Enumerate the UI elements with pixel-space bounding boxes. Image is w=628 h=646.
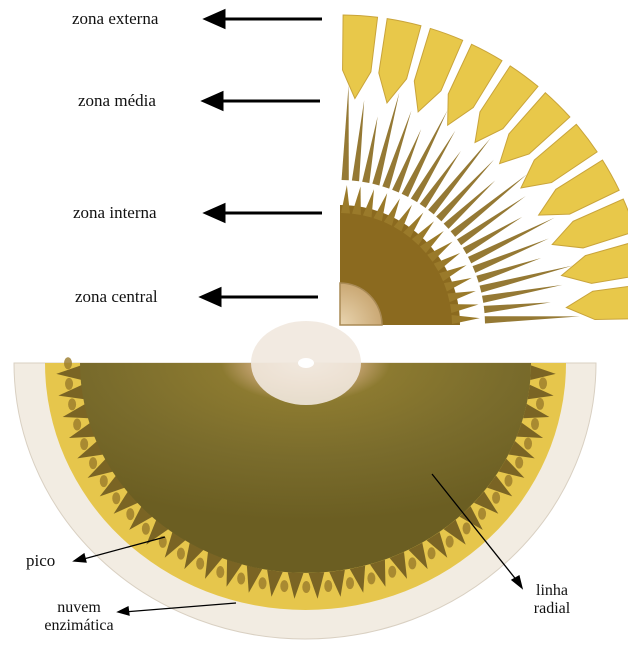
label-middle-zone: zona média bbox=[78, 92, 156, 109]
inner-zone-tooth bbox=[352, 187, 361, 215]
enzymatic-cloud-blob bbox=[89, 457, 97, 469]
label-enzymatic-cloud-line2: enzimática bbox=[36, 617, 122, 635]
enzymatic-cloud-blob bbox=[73, 419, 81, 431]
enzymatic-cloud-blob bbox=[536, 398, 544, 410]
label-central-zone: zona central bbox=[75, 288, 158, 305]
enzymatic-cloud-blob bbox=[302, 581, 310, 593]
outer-zone-segment bbox=[343, 15, 378, 98]
enzymatic-cloud-blob bbox=[126, 508, 134, 520]
enzymatic-cloud-blob bbox=[216, 566, 224, 578]
label-peak: pico bbox=[26, 552, 55, 569]
enzymatic-cloud-blob bbox=[64, 357, 72, 369]
enzymatic-cloud-blob bbox=[237, 573, 245, 585]
enzymatic-cloud-blob bbox=[446, 536, 454, 548]
outer-zone-segment bbox=[379, 19, 421, 103]
enzymatic-cloud-blob bbox=[196, 558, 204, 570]
enzymatic-cloud-blob bbox=[388, 566, 396, 578]
middle-zone-spike bbox=[352, 100, 364, 181]
middle-zone-spike bbox=[428, 138, 490, 214]
inner-zone-tooth bbox=[450, 304, 478, 313]
label-inner-zone: zona interna bbox=[73, 204, 157, 221]
enzymatic-cloud-blob bbox=[428, 547, 436, 559]
enzymatic-cloud-blob bbox=[65, 378, 73, 390]
enzymatic-cloud-blob bbox=[177, 548, 185, 560]
enzymatic-cloud-blob bbox=[100, 475, 108, 487]
enzymatic-cloud-blob bbox=[492, 492, 500, 504]
enzymatic-cloud-blob bbox=[324, 580, 332, 592]
inner-zone-tooth bbox=[341, 185, 350, 213]
enzymatic-cloud-blob bbox=[539, 377, 547, 389]
enzymatic-cloud-blob bbox=[408, 557, 416, 569]
enzymatic-cloud-blob bbox=[531, 418, 539, 430]
enzymatic-cloud-blob bbox=[280, 580, 288, 592]
enzymatic-cloud-blob bbox=[259, 577, 267, 589]
enzymatic-cloud-blob bbox=[112, 492, 120, 504]
label-outer-zone: zona externa bbox=[72, 10, 158, 27]
middle-zone-spike bbox=[480, 266, 573, 293]
enzymatic-cloud-blob bbox=[478, 508, 486, 520]
middle-zone-spike bbox=[484, 302, 551, 313]
label-radial-line: linha radial bbox=[522, 582, 582, 619]
middle-zone-spike bbox=[362, 116, 377, 183]
enzymatic-cloud-blob bbox=[367, 572, 375, 584]
enzymatic-cloud-blob bbox=[524, 438, 532, 450]
enzymatic-cloud-blob bbox=[346, 577, 354, 589]
enzymatic-cloud-blob bbox=[142, 523, 150, 535]
full-chromatogram bbox=[14, 321, 596, 639]
label-enzymatic-cloud-line1: nuvem bbox=[36, 599, 122, 617]
label-enzymatic-cloud: nuvem enzimática bbox=[36, 599, 122, 636]
middle-zone-spike bbox=[372, 92, 399, 185]
enzymatic-cloud-blob bbox=[80, 438, 88, 450]
label-radial-line-line2: radial bbox=[522, 600, 582, 618]
zone-arrows bbox=[202, 11, 322, 305]
outer-zone-segment bbox=[566, 284, 628, 320]
enzymatic-cloud-blob bbox=[505, 475, 513, 487]
zones-quadrant bbox=[340, 15, 628, 325]
enzymatic-cloud-blob bbox=[68, 398, 76, 410]
middle-zone-spike bbox=[485, 316, 580, 323]
middle-zone-spike bbox=[342, 85, 349, 180]
inner-zone-tooth bbox=[452, 315, 480, 324]
center-hole bbox=[298, 358, 314, 368]
middle-zone-spike bbox=[451, 174, 527, 236]
label-radial-line-line1: linha bbox=[522, 582, 582, 600]
enzymatic-cloud-blob bbox=[515, 457, 523, 469]
enzymatic-cloud-blob bbox=[463, 522, 471, 534]
